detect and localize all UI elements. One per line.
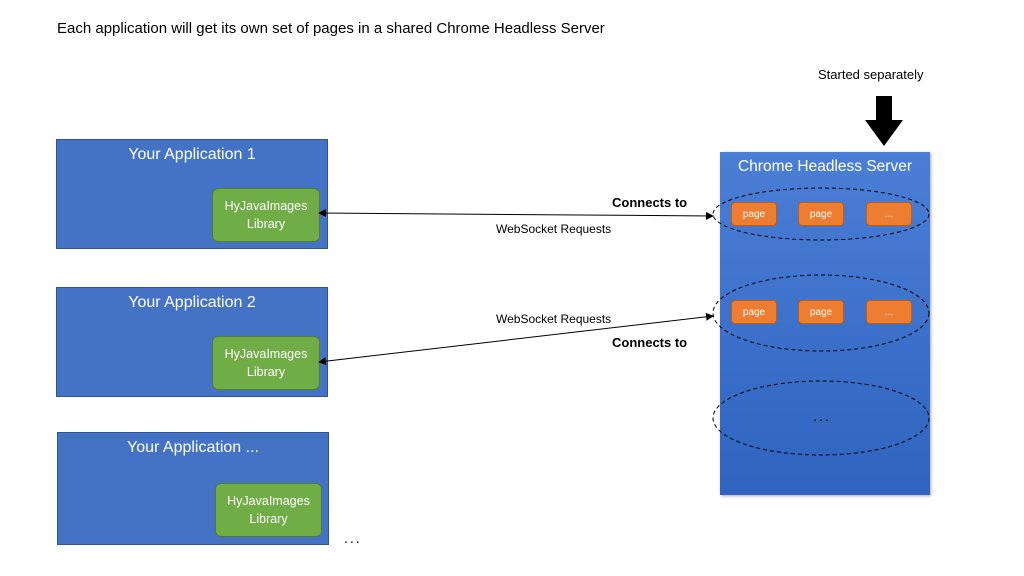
library-box-3: HyJavaImages Library [215,483,322,537]
page-group-2-ellipse [712,274,930,352]
application-box-2: Your Application 2 HyJavaImages Library [56,287,328,397]
more-applications-ellipsis: ... [344,530,362,546]
page-box-2-3: ... [866,300,912,324]
library-name-2: HyJavaImages [224,347,308,361]
library-box-1: HyJavaImages Library [212,188,320,242]
started-separately-label: Started separately [818,67,924,82]
library-box-2: HyJavaImages Library [212,336,320,390]
page-box-1-1: page [731,202,777,226]
library-name-3: HyJavaImages [227,494,310,508]
library-label-3: Library [249,512,288,526]
application-title-3: Your Application ... [127,439,259,456]
page-box-1-3: ... [866,202,912,226]
connection-arrow-2 [318,312,714,366]
down-arrow-icon [865,96,903,146]
page-box-1-2: page [798,202,844,226]
page-group-1-ellipse [712,187,930,241]
page-group-3-ellipse [712,380,930,456]
websocket-requests-label-1: WebSocket Requests [496,222,612,236]
page-box-2-1: page [731,300,777,324]
library-name-1: HyJavaImages [224,199,308,213]
application-title-2: Your Application 2 [128,294,256,311]
diagram-heading: Each application will get its own set of… [57,20,605,37]
application-box-3: Your Application ... HyJavaImages Librar… [57,432,329,545]
library-label-2: Library [246,365,286,379]
application-box-1: Your Application 1 HyJavaImages Library [56,139,328,249]
page-box-2-2: page [798,300,844,324]
application-title-1: Your Application 1 [128,146,256,163]
connects-to-label-1: Connects to [612,195,688,210]
connects-to-label-2: Connects to [612,335,688,350]
connection-arrow-1 [318,209,714,220]
websocket-requests-label-2: WebSocket Requests [496,312,612,326]
page-group-3-ellipsis: ... [813,408,831,424]
library-label-1: Library [246,217,286,231]
server-title: Chrome Headless Server [737,158,912,175]
